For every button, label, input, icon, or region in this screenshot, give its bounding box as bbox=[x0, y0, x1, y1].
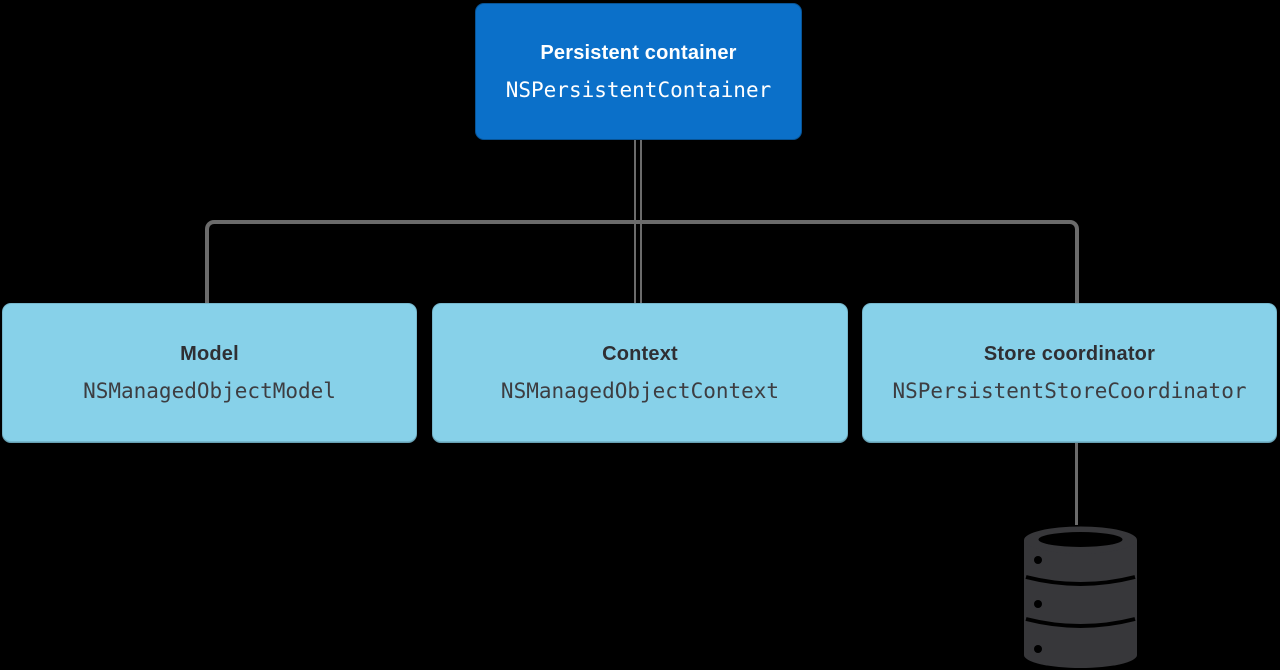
node-title: Context bbox=[602, 343, 678, 365]
database-cylinder-icon bbox=[1024, 526, 1137, 668]
container-to-context-line bbox=[634, 140, 642, 303]
node-title: Store coordinator bbox=[983, 343, 1156, 365]
node-context: Context NSManagedObjectContext bbox=[432, 303, 848, 443]
node-title: Persistent container bbox=[540, 41, 737, 64]
node-title: Model bbox=[180, 343, 239, 365]
coordinator-to-database-line bbox=[1075, 443, 1078, 525]
node-store-coordinator: Store coordinator NSPersistentStoreCoord… bbox=[862, 303, 1277, 443]
node-class-name: NSPersistentContainer bbox=[505, 77, 772, 102]
node-model: Model NSManagedObjectModel bbox=[2, 303, 417, 443]
node-class-name: NSManagedObjectContext bbox=[500, 379, 780, 403]
node-class-name: NSPersistentStoreCoordinator bbox=[892, 379, 1247, 403]
branch-connector-line bbox=[205, 220, 1079, 303]
node-persistent-container: Persistent container NSPersistentContain… bbox=[475, 3, 802, 140]
node-class-name: NSManagedObjectModel bbox=[83, 379, 336, 403]
